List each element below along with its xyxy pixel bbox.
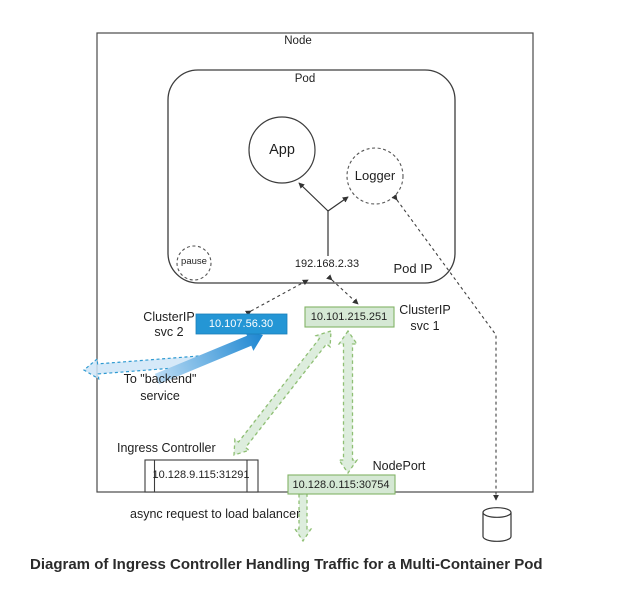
pod-box (167, 69, 456, 284)
ingress-controller-box (144, 459, 259, 493)
to-backend-note-line2: service (140, 389, 180, 403)
clusterip-svc2-label-line1: ClusterIP (143, 310, 195, 324)
pause-label: pause (181, 256, 207, 267)
clusterip-svc1-label-line1: ClusterIP (399, 303, 451, 317)
ingress-to-svc2-solid-arrow (154, 330, 263, 385)
database-cylinder-icon (482, 507, 512, 542)
app-label: App (269, 142, 295, 158)
ingress-controller-ip: 10.128.9.115:31291 (152, 469, 250, 481)
ingress-controller-label: Ingress Controller (117, 441, 216, 455)
clusterip-svc1-ip: 10.101.215.251 (310, 311, 388, 323)
to-backend-note-line1: To "backend" (123, 372, 197, 386)
app-container-circle (248, 116, 316, 184)
logger-to-database-dashed-arrow (391, 194, 499, 501)
nodeport-label: NodePort (372, 459, 426, 473)
nodeport-to-loadbalancer-green-arrow (293, 493, 313, 543)
nodeport-box (287, 474, 396, 495)
clusterip-svc1-label-line2: svc 1 (410, 319, 440, 333)
junction-to-app-arrow (298, 182, 329, 212)
nodeport-ip: 10.128.0.115:30754 (292, 479, 390, 491)
svc1-nodeport-green-arrow (337, 329, 359, 475)
svc1-ingress-green-arrow (233, 330, 332, 456)
diagram-caption: Diagram of Ingress Controller Handling T… (30, 556, 543, 573)
clusterip-svc2-ip: 10.107.56.30 (208, 318, 274, 330)
junction-to-logger-arrow (327, 196, 349, 212)
async-note: async request to load balancer (130, 507, 301, 521)
pod-label: Pod (294, 73, 316, 85)
pod-ip-label: Pod IP (393, 261, 433, 276)
logger-label: Logger (354, 168, 396, 183)
pod-ip-value: 192.168.2.33 (294, 258, 360, 270)
clusterip-svc2-label-line2: svc 2 (154, 325, 184, 339)
clusterip-svc2-box (195, 313, 288, 335)
clusterip-svc1-box (304, 306, 395, 328)
logger-container-circle (346, 147, 404, 205)
node-label: Node (284, 35, 312, 47)
svc2-to-podip-dashed-arrow (244, 279, 309, 317)
pause-container-circle (176, 245, 212, 281)
